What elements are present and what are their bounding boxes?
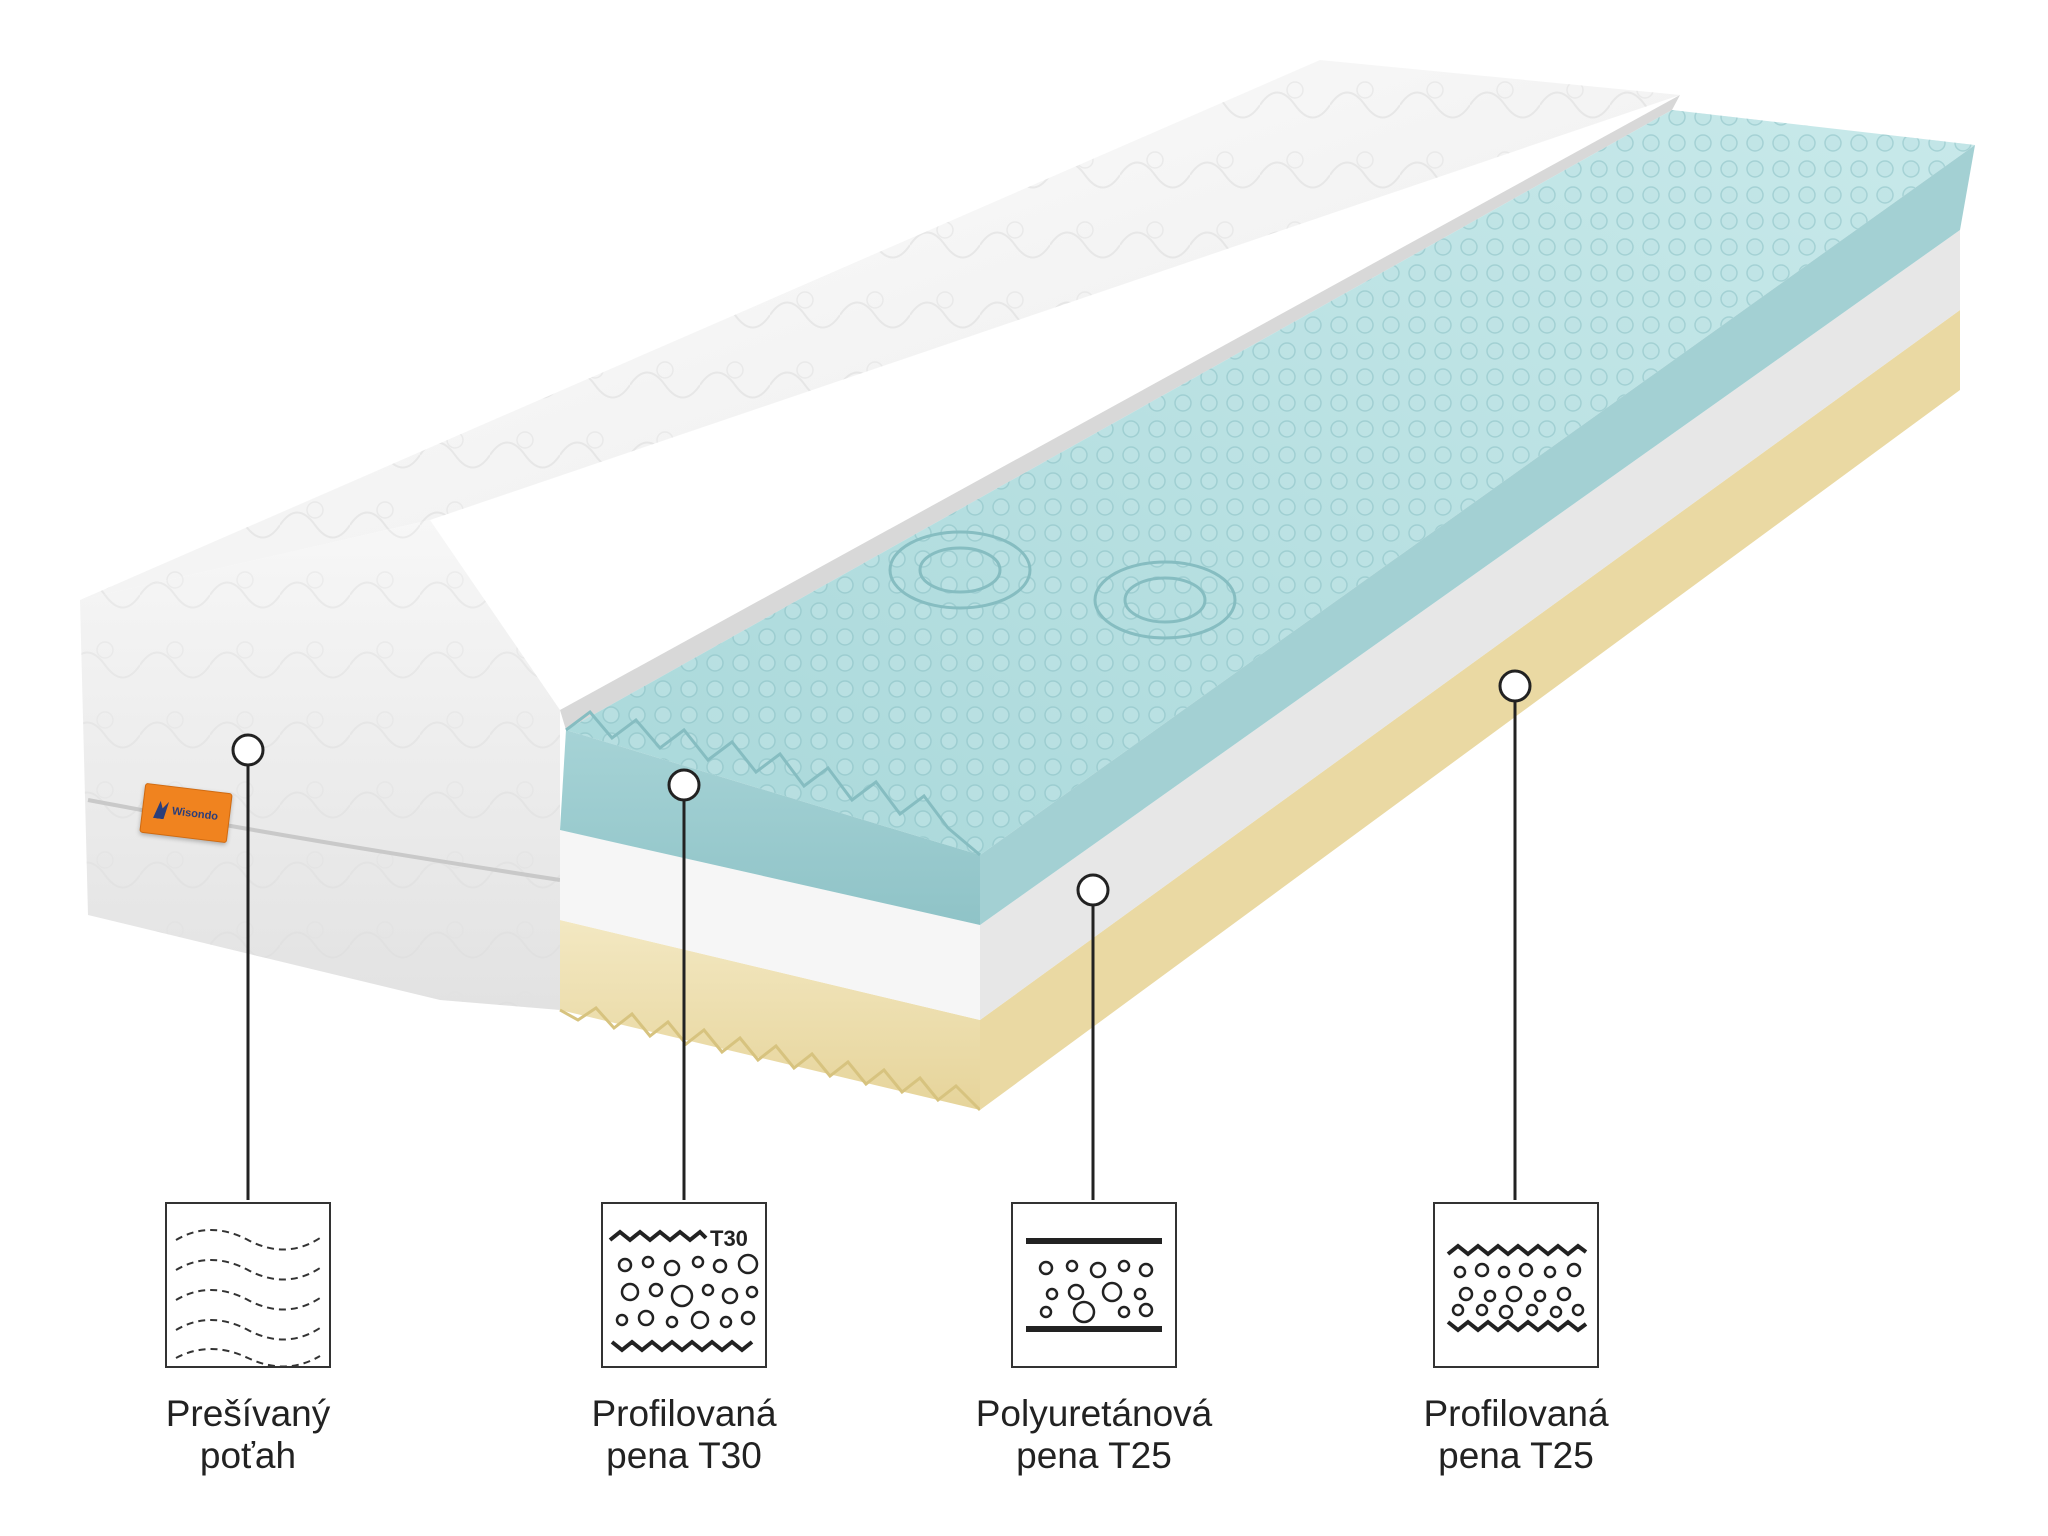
middle-foam-front [560, 830, 980, 1020]
t30-icon-text: T30 [710, 1226, 748, 1251]
bottom-foam-side [980, 310, 1960, 1110]
polyurethane-foam-icon [1011, 1202, 1177, 1368]
profiled-foam-t30-icon: T30 [601, 1202, 767, 1368]
quilted-cover-icon [165, 1202, 331, 1368]
brand-logo-icon [153, 800, 169, 820]
bottom-foam-zigzag-edge [559, 1006, 982, 1112]
layer-label-line: Profilovaná [1423, 1393, 1609, 1434]
layer-label-line: poťah [199, 1435, 297, 1476]
top-foam-side [980, 145, 1975, 925]
layer-label-line: Polyuretánová [975, 1393, 1213, 1434]
callout-lines [246, 700, 1517, 1200]
layer-label-top-foam: Profilovaná pena T30 [504, 1393, 864, 1477]
brand-name: Wisondo [171, 805, 219, 823]
layer-label-line: Prešívaný [165, 1393, 331, 1434]
layer-label-middle-foam: Polyuretánová pena T25 [914, 1393, 1274, 1477]
callout-marker-bottom [1498, 669, 1532, 703]
layer-label-bottom-foam: Profilovaná pena T25 [1336, 1393, 1696, 1477]
layer-label-line: pena T25 [1438, 1435, 1594, 1476]
callout-marker-middle [1076, 873, 1110, 907]
middle-foam-side [980, 230, 1960, 1020]
profiled-foam-t25-icon [1433, 1202, 1599, 1368]
bottom-foam-front [560, 920, 980, 1110]
callout-marker-top [667, 768, 701, 802]
top-foam-front [560, 730, 980, 925]
layer-label-cover: Prešívaný poťah [68, 1393, 428, 1477]
callout-marker-cover [231, 733, 265, 767]
layer-label-line: pena T25 [1016, 1435, 1172, 1476]
callout-markers [231, 669, 1532, 907]
layer-label-line: pena T30 [606, 1435, 762, 1476]
brand-tag: Wisondo [139, 782, 233, 844]
layer-label-line: Profilovaná [591, 1393, 777, 1434]
